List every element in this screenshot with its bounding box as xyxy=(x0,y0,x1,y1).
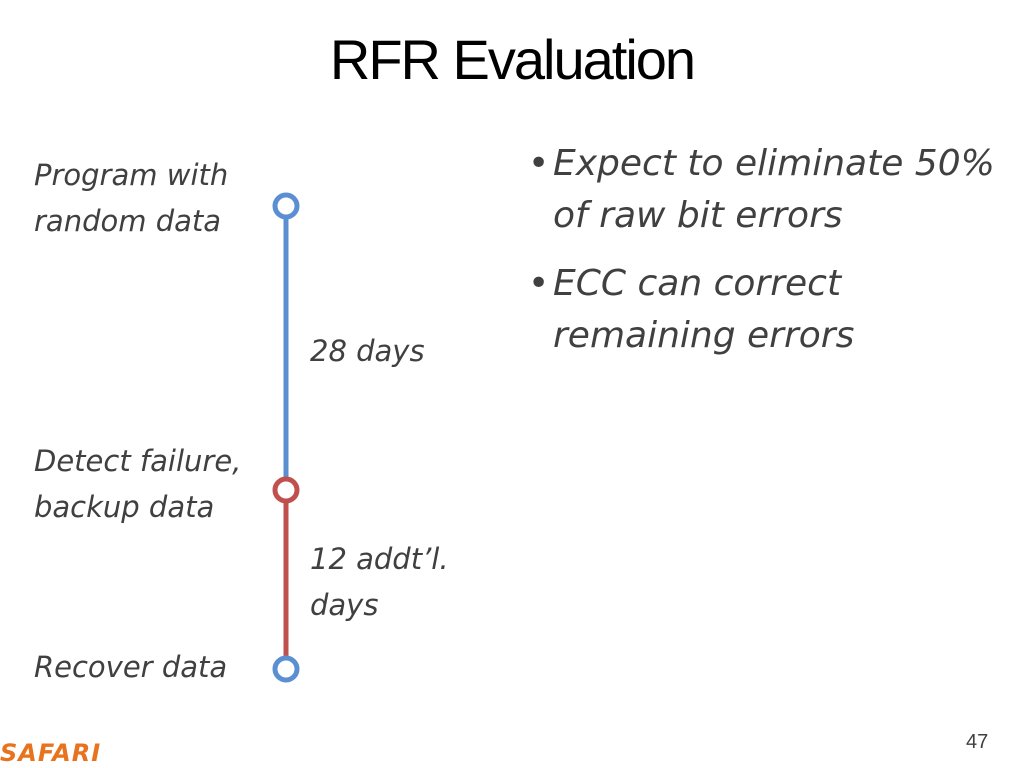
timeline-node-failure xyxy=(272,476,300,504)
bullet-text: Expect to eliminate 50% of raw bit error… xyxy=(553,143,995,236)
slide-title: RFR Evaluation xyxy=(329,28,696,91)
page-number: 47 xyxy=(966,731,989,753)
event-program-label: Program with random data xyxy=(34,152,228,244)
event-program-line1: Program with xyxy=(34,158,229,192)
interval-28-days-line1: 28 days xyxy=(310,334,425,368)
safari-logo: SAFARI xyxy=(0,739,102,767)
interval-28-days-label: 28 days xyxy=(310,328,425,374)
interval-12-days-line1: 12 addt’l. xyxy=(310,542,449,576)
bullet-list: • Expect to eliminate 50% of raw bit err… xyxy=(520,138,1000,378)
event-recover-line1: Recover data xyxy=(34,650,228,684)
event-detect-line1: Detect failure, xyxy=(34,444,242,478)
event-detect-line2: backup data xyxy=(34,490,215,524)
timeline-node-recover xyxy=(272,655,300,683)
bullet-marker: • xyxy=(528,263,550,304)
event-program-line2: random data xyxy=(34,204,222,238)
interval-12-days-label: 12 addt’l. days xyxy=(310,536,449,628)
bullet-marker: • xyxy=(528,143,550,184)
timeline-node-start xyxy=(272,192,300,220)
bullet-text: ECC can correct remaining errors xyxy=(553,263,855,356)
event-recover-label: Recover data xyxy=(34,644,227,690)
bullet-item: • ECC can correct remaining errors xyxy=(520,258,1000,362)
interval-12-days-line2: days xyxy=(310,588,379,622)
bullet-item: • Expect to eliminate 50% of raw bit err… xyxy=(520,138,1000,242)
event-detect-label: Detect failure, backup data xyxy=(34,438,241,530)
